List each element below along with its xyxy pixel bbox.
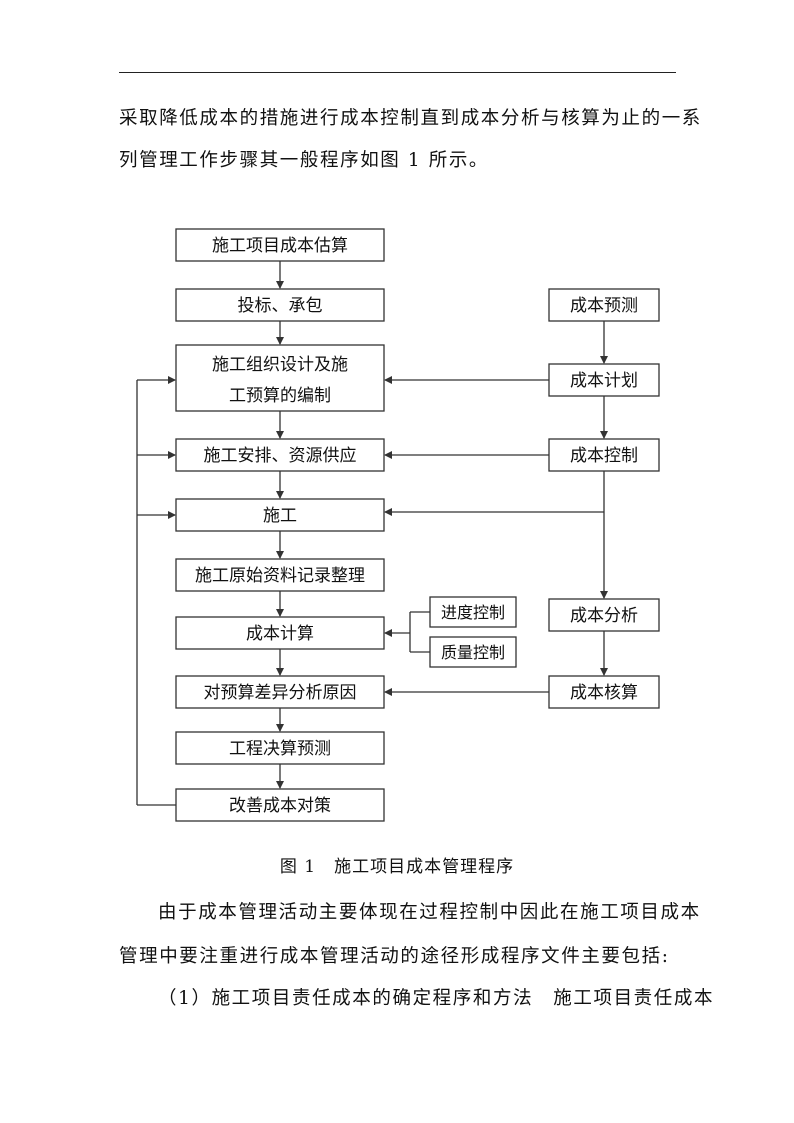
figure-caption: 图 1 施工项目成本管理程序: [0, 852, 794, 877]
paragraph-line-1: 采取降低成本的措施进行成本控制直到成本分析与核算为止的一系: [119, 108, 702, 129]
label-construction: 施工: [263, 506, 297, 526]
label-final-accounts: 工程决算预测: [229, 739, 331, 759]
label-scheduling: 施工安排、资源供应: [204, 446, 357, 466]
label-records: 施工原始资料记录整理: [195, 566, 365, 586]
label-cost-calculation: 成本计算: [246, 624, 314, 644]
label-improvement: 改善成本对策: [229, 796, 331, 816]
header-rule: [119, 72, 676, 73]
cost-management-flowchart: 施工项目成本估算 投标、承包 施工组织设计及施 工预算的编制 施工安排、资源供应…: [136, 228, 660, 822]
label-construction-design-1: 施工组织设计及施: [212, 355, 348, 375]
paragraph-line-3: 由于成本管理活动主要体现在过程控制中因此在施工项目成本: [158, 902, 701, 923]
paragraph-line-4: 管理中要注重进行成本管理活动的途径形成程序文件主要包括:: [119, 946, 670, 967]
figure-caption-number: 图 1: [279, 857, 317, 877]
label-progress-control: 进度控制: [441, 603, 505, 622]
label-bidding: 投标、承包: [238, 296, 323, 316]
label-quality-control: 质量控制: [441, 643, 505, 662]
label-cost-control: 成本控制: [570, 446, 638, 466]
paragraph-line-2: 列管理工作步骤其一般程序如图 1 所示。: [119, 150, 490, 171]
label-cost-forecast: 成本预测: [570, 296, 638, 316]
label-cost-estimate: 施工项目成本估算: [212, 236, 348, 256]
label-cost-analysis: 成本分析: [570, 606, 638, 626]
label-cost-plan: 成本计划: [570, 371, 638, 391]
figure-caption-title: 施工项目成本管理程序: [334, 857, 515, 877]
paragraph-line-5: （1）施工项目责任成本的确定程序和方法 施工项目责任成本: [158, 988, 715, 1009]
label-variance-analysis: 对预算差异分析原因: [204, 683, 357, 703]
label-cost-accounting: 成本核算: [570, 683, 638, 703]
label-construction-design-2: 工预算的编制: [229, 386, 331, 406]
